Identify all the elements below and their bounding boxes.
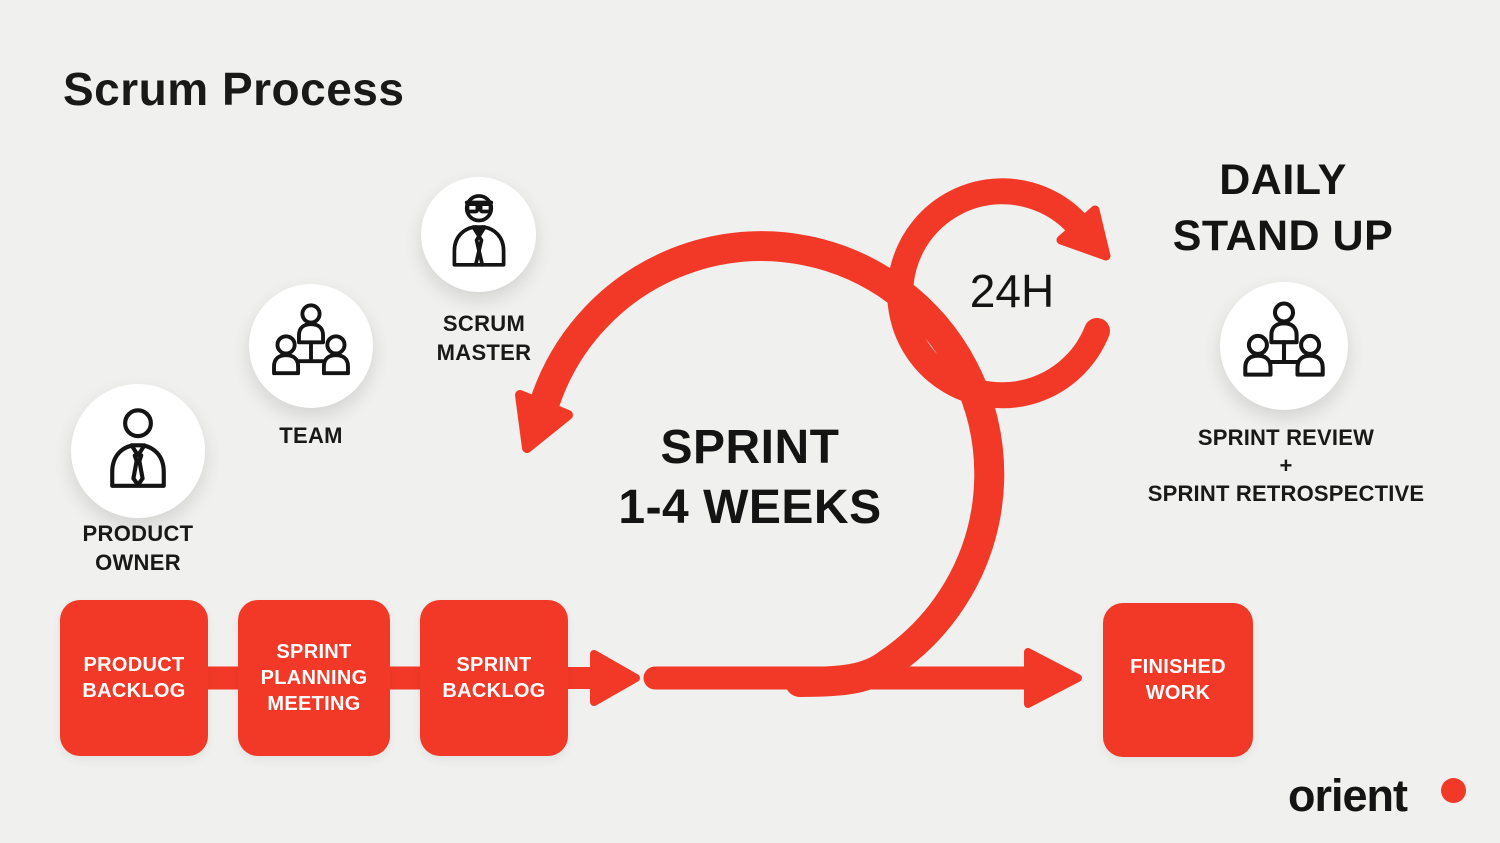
- sprint-loop-arrow: [515, 231, 1005, 697]
- sprint-review-line: SPRINT REVIEW: [1197, 425, 1375, 450]
- scrum-master-label: SCRUM MASTER: [436, 311, 532, 365]
- team-label: TEAM: [279, 423, 343, 448]
- team-icon: [1239, 299, 1329, 394]
- daily-standup-line2: STAND UP: [1172, 212, 1394, 260]
- logo-dot-icon: [1441, 778, 1466, 803]
- avatar-team: [249, 284, 373, 408]
- person-tie-icon: [92, 403, 184, 500]
- avatar-scrum-master: [421, 177, 536, 292]
- flow-box-sprint-backlog: SPRINT BACKLOG: [420, 600, 568, 756]
- sprint-label-line2: 1-4 WEEKS: [618, 481, 882, 534]
- daily-loop-arrow: [887, 178, 1111, 409]
- team-icon: [268, 301, 354, 392]
- sprint-retrospective-line: SPRINT RETROSPECTIVE: [1147, 481, 1425, 507]
- orient-logo: orient: [1288, 770, 1408, 821]
- finished-work-arrow: [643, 648, 1082, 708]
- sprint-backlog-arrow: [568, 650, 640, 706]
- daily-standup-line1: DAILY: [1219, 156, 1347, 204]
- sprint-label-line1: SPRINT: [660, 421, 840, 474]
- page-title: Scrum Process: [63, 63, 405, 115]
- product-owner-label: PRODUCT OWNER: [82, 521, 194, 575]
- review-retrospective-label: SPRINT REVIEW + SPRINT RETROSPECTIVE: [1104, 424, 1468, 508]
- flow-box-sprint-planning-meeting: SPRINT PLANNING MEETING: [238, 600, 390, 756]
- avatar-product-owner: [71, 384, 205, 518]
- flow-box-product-backlog: PRODUCT BACKLOG: [60, 600, 208, 756]
- avatar-sprint-review: [1220, 282, 1348, 410]
- flow-box-finished-work: FINISHED WORK: [1103, 603, 1253, 757]
- person-suit-glasses-icon: [438, 191, 520, 278]
- plus-sign: +: [1279, 453, 1293, 479]
- daily-loop-duration: 24H: [969, 265, 1055, 317]
